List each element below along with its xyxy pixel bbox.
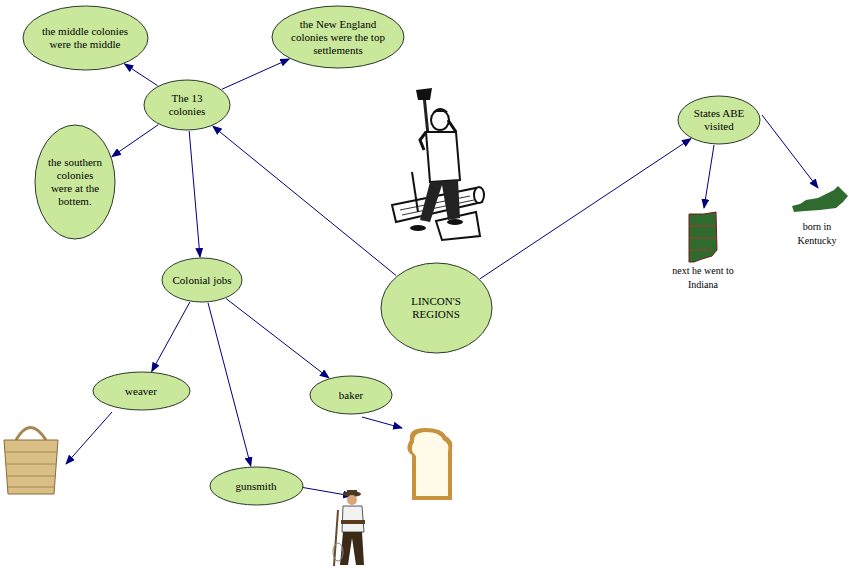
lumberjack-picture: [392, 88, 484, 240]
topic-bubble: The 13 colonies: [143, 79, 231, 131]
region-bubble: the New England colonies were the top se…: [271, 5, 405, 69]
connector-arrow: [213, 126, 396, 275]
bubble-text: the middle colonies were the middle: [40, 25, 131, 51]
gunsmith-picture: [333, 490, 365, 566]
connector-arrow: [152, 302, 190, 372]
topic-bubble: Colonial jobs: [161, 257, 243, 303]
region-bubble: the southern colonies were at the bottem…: [34, 124, 116, 240]
topic-bubble: States ABE visited: [677, 95, 761, 145]
bubble-text: the New England colonies were the top se…: [290, 18, 386, 57]
indiana-map-lines: [690, 226, 716, 250]
region-bubble: the middle colonies were the middle: [22, 5, 149, 71]
basket-picture: [4, 428, 58, 495]
leader-lines: [66, 115, 818, 496]
job-bubble: gunsmith: [209, 466, 304, 506]
bubble-text: Colonial jobs: [173, 274, 232, 287]
connector-arrow: [189, 131, 200, 257]
indiana-map: [689, 212, 717, 262]
map-caption: next he went to Indiana: [671, 264, 735, 292]
job-bubble: weaver: [92, 371, 191, 411]
bubble-text: the southern colonies were at the bottem…: [46, 156, 105, 208]
bubble-text: baker: [321, 389, 381, 402]
connector-arrow: [124, 64, 157, 86]
bubble-text: gunsmith: [222, 480, 290, 493]
connector-arrow: [226, 299, 329, 378]
kentucky-map: [792, 186, 848, 212]
bubble-text: LINCON'S REGIONS: [396, 295, 477, 321]
main-bubble: LINCON'S REGIONS: [380, 262, 493, 354]
map-caption: born in Kentucky: [788, 220, 846, 248]
connector-arrow: [222, 59, 289, 89]
bread-picture: [407, 428, 452, 500]
connector-arrow: [480, 139, 691, 279]
bubble-text: States ABE visited: [689, 107, 749, 133]
bubble-text: weaver: [106, 385, 177, 398]
job-bubble: baker: [309, 375, 393, 415]
bubble-text: The 13 colonies: [156, 92, 219, 118]
connector-arrow: [208, 303, 251, 466]
connector-arrow: [112, 125, 158, 157]
